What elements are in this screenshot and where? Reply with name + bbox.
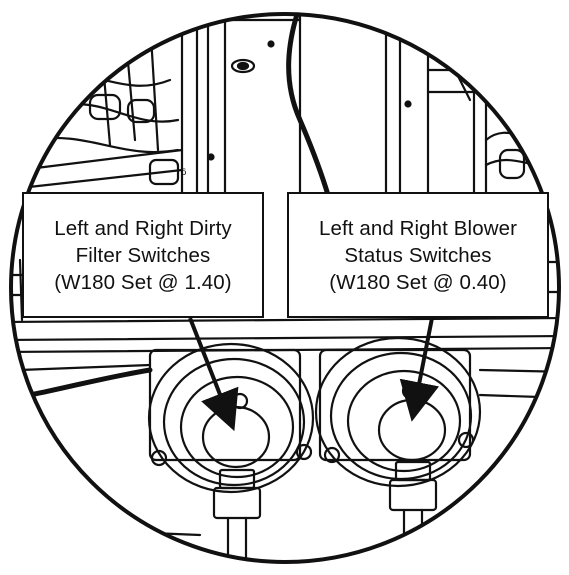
tubing-right: [438, 38, 559, 180]
callout-right-line1: Left and Right Blower: [318, 216, 518, 240]
bottom-line: [28, 526, 202, 537]
detail-circle-frame: [9, 12, 561, 564]
callout-right-line2: Status Switches: [344, 243, 492, 267]
callout-left-line3: (W180 Set @ 1.40): [54, 270, 232, 294]
leader-arrow-left: [188, 317, 239, 432]
callout-left-line2: Filter Switches: [75, 243, 211, 267]
bottom-line: [438, 513, 559, 522]
callout-right-line3: (W180 Set @ 0.40): [329, 270, 507, 294]
callout-left-line1: Left and Right Dirty: [54, 216, 232, 240]
cable-top: [286, 14, 331, 198]
callout-dirty-filter-switches: Left and Right Dirty Filter Switches (W1…: [22, 192, 264, 318]
callout-blower-status-switches: Left and Right Blower Status Switches (W…: [287, 192, 549, 318]
cable-left: [11, 367, 153, 403]
svg-text:δ: δ: [181, 168, 187, 178]
left-pressure-switch: [147, 342, 315, 562]
leader-arrow-right: [399, 317, 440, 422]
